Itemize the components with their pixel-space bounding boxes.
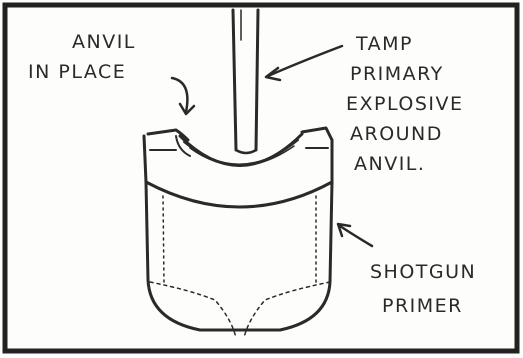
- anvil-arrow: [172, 78, 194, 114]
- tamp-label-line-1: TAMP: [355, 33, 413, 55]
- primer-label-line-2: PRIMER: [382, 295, 463, 317]
- tamp-label-line-3: EXPLOSIVE: [346, 93, 464, 115]
- tamp-label-line-5: ANVIL.: [354, 153, 425, 175]
- anvil: [176, 134, 302, 166]
- tamp-arrow: [266, 46, 342, 80]
- primer-label: SHOTGUN PRIMER: [370, 261, 484, 317]
- primer-label-line-1: SHOTGUN: [370, 261, 476, 283]
- primer-body: [146, 182, 332, 338]
- tamping-rod: [233, 10, 258, 153]
- tamp-label-line-2: PRIMARY: [350, 63, 444, 85]
- tamp-label-line-4: AROUND: [350, 123, 443, 145]
- primer-arrow: [338, 224, 372, 246]
- tamp-label: TAMP PRIMARY EXPLOSIVE AROUND ANVIL.: [346, 33, 471, 175]
- anvil-label: ANVIL IN PLACE: [28, 31, 143, 83]
- anvil-label-line-2: IN PLACE: [28, 61, 126, 83]
- anvil-label-line-1: ANVIL: [72, 31, 136, 53]
- primer-rim: [144, 128, 332, 207]
